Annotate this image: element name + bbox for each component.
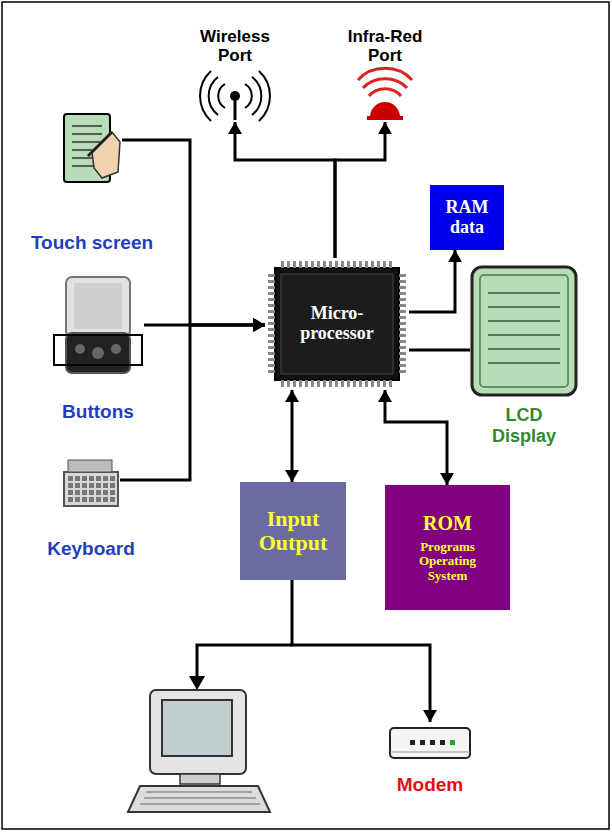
device-icon: Touch screen [62, 112, 122, 184]
component-label: Input Output [248, 507, 338, 555]
device-icon: Buttons [52, 275, 144, 375]
computer-connector [189, 645, 292, 690]
modem-icon [388, 722, 472, 762]
component-box: RAM data [430, 185, 504, 250]
device-label: Buttons [38, 401, 158, 423]
device-label: Wireless Port [195, 27, 275, 66]
component-label: ROM [423, 512, 472, 534]
device-label: LCD Display [479, 405, 569, 446]
keyboard-icon [62, 458, 120, 508]
device-icon: Wireless Port [205, 70, 265, 122]
component-label: Micro- processor [287, 304, 387, 344]
connector [409, 350, 470, 351]
infra-icon [355, 72, 415, 122]
buttons-icon [52, 275, 144, 375]
connector [335, 122, 392, 258]
device-icon: Infra-Red Port [355, 72, 415, 122]
connector [409, 250, 462, 312]
device-icon: Keyboard [62, 458, 120, 508]
connector [285, 390, 299, 482]
component-box: ROM Programs Operating System [385, 485, 510, 610]
device-label: Modem [380, 774, 480, 796]
touch-icon [62, 112, 122, 184]
device-label: Keyboard [31, 538, 151, 560]
connector [228, 122, 335, 258]
component-label: Programs Operating System [403, 540, 493, 583]
lcd-icon [470, 265, 578, 397]
component-label: RAM data [438, 198, 496, 238]
device-icon: LCD Display [470, 265, 578, 397]
device-icon: Modem [388, 722, 472, 762]
computer-illustration [128, 690, 270, 812]
component-box: Micro- processor [265, 258, 409, 390]
component-box: Input Output [240, 482, 346, 580]
device-label: Touch screen [12, 232, 172, 254]
wireless-icon [205, 70, 265, 122]
device-label: Infra-Red Port [340, 27, 430, 66]
connector [378, 390, 454, 485]
